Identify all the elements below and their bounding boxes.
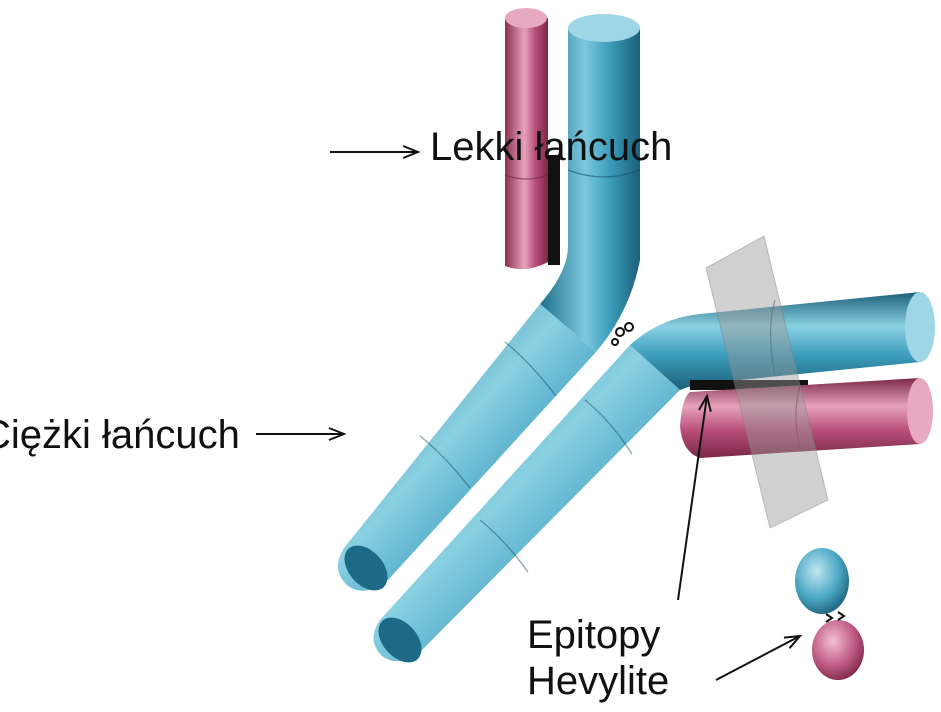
- light-chain-label: Lekki łańcuch: [430, 126, 672, 168]
- epitope-label-line2: Hevylite: [527, 660, 669, 702]
- disulfide-bonds: [612, 323, 633, 345]
- epitope-arrow-fragment: [716, 636, 800, 680]
- hevylite-epitope-fragment: [795, 548, 864, 680]
- heavy-chain-label: Ciężki łańcuch: [0, 414, 240, 456]
- epitope-label-line1: Epitopy: [527, 614, 660, 656]
